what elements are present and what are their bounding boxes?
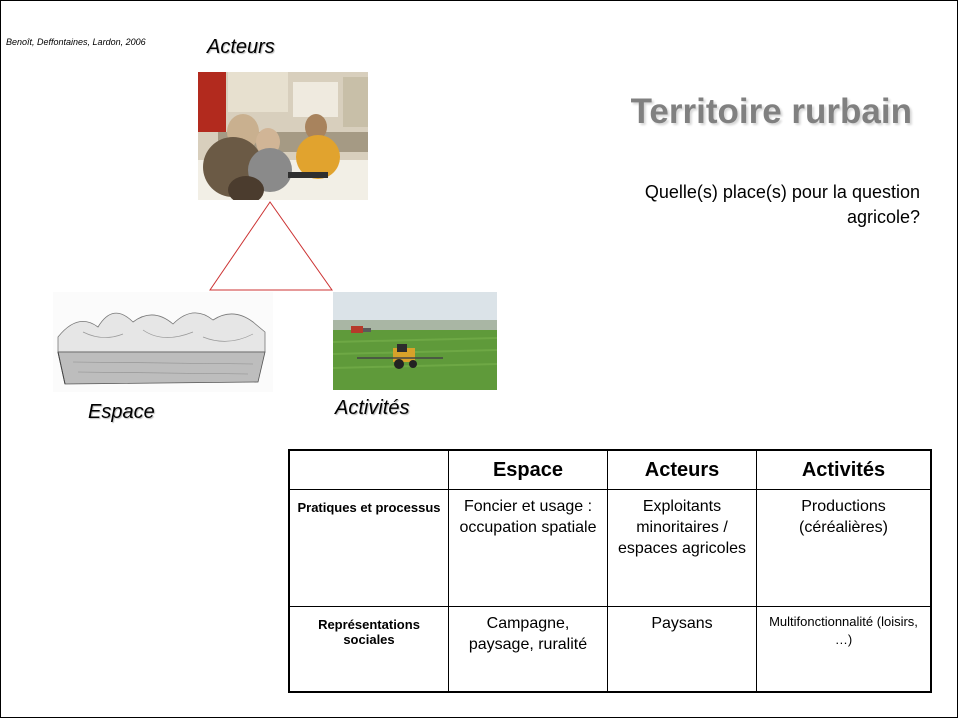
cell-representations-acteurs: Paysans: [607, 606, 757, 693]
cell-representations-activites: Multifonctionnalité (loisirs, …): [756, 606, 932, 693]
acteurs-photo: [198, 72, 368, 200]
table-header-activites: Activités: [756, 449, 932, 490]
table-header-espace: Espace: [448, 449, 608, 490]
table-row: Représentations sociales Campagne, paysa…: [288, 606, 932, 693]
citation: Benoît, Deffontaines, Lardon, 2006: [6, 37, 146, 47]
landscape-engraving-illustration: [53, 292, 273, 392]
label-acteurs: Acteurs: [207, 36, 275, 58]
activites-photo: [333, 292, 497, 390]
row-label-representations: Représentations sociales: [288, 606, 449, 693]
espace-photo: [53, 292, 273, 392]
matrix-table: Espace Acteurs Activités Pratiques et pr…: [288, 449, 932, 693]
meeting-photo-illustration: [198, 72, 368, 200]
table-header-row: Espace Acteurs Activités: [288, 449, 932, 490]
row-label-pratiques: Pratiques et processus: [288, 488, 449, 608]
table-header-acteurs: Acteurs: [607, 449, 757, 490]
slide-subtitle: Quelle(s) place(s) pour la question agri…: [644, 182, 920, 227]
table-header-empty: [288, 449, 449, 490]
cell-pratiques-acteurs: Exploitants minoritaires / espaces agric…: [607, 488, 757, 608]
label-espace: Espace: [88, 401, 155, 423]
table-row: Pratiques et processus Foncier et usage …: [288, 488, 932, 608]
cell-pratiques-activites: Productions (céréalières): [756, 488, 932, 608]
actor-triangle: [209, 201, 333, 291]
slide-title: Territoire rurbain: [630, 92, 912, 131]
tractor-field-illustration: [333, 292, 497, 390]
cell-pratiques-espace: Foncier et usage : occupation spatiale: [448, 488, 608, 608]
label-activites: Activités: [335, 397, 410, 419]
cell-representations-espace: Campagne, paysage, ruralité: [448, 606, 608, 693]
